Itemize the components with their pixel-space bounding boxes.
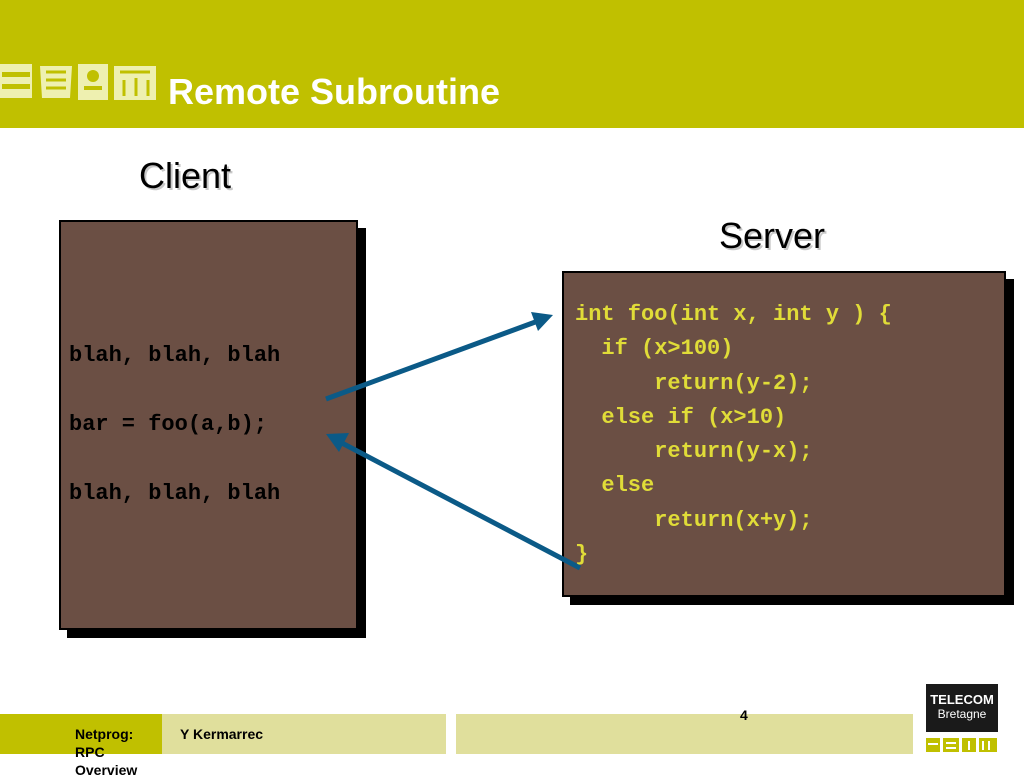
- server-code-line: else: [575, 473, 655, 498]
- client-code-line: blah, blah, blah: [69, 481, 281, 506]
- return-arrow-icon: [326, 433, 582, 571]
- footer-author: Y Kermarrec: [180, 726, 264, 742]
- page-title: Remote Subroutine: [168, 71, 501, 112]
- header-band: Remote Subroutine: [0, 0, 1024, 128]
- school-logo-icon: [0, 64, 156, 100]
- server-code-line: return(y-2);: [575, 371, 813, 396]
- footer-author-bar: [162, 714, 446, 754]
- client-code-line: blah, blah, blah: [69, 343, 281, 368]
- client-label: Client: [139, 155, 232, 196]
- call-arrow-icon: [325, 312, 553, 402]
- client-code-line: bar = foo(a,b);: [69, 412, 268, 437]
- server-code-line: return(y-x);: [575, 439, 813, 464]
- telecom-bretagne-logo-icon: TELECOM Bretagne: [926, 684, 998, 732]
- footer-blank-bar: [456, 714, 913, 754]
- server-code-line: int foo(int x, int y ) {: [575, 302, 892, 327]
- footer-course: Netprog: RPC Overview: [75, 726, 138, 778]
- logo-line-1: TELECOM: [930, 692, 994, 707]
- page-number: 4: [740, 707, 748, 723]
- logo-line-2: Bretagne: [937, 707, 987, 721]
- server-code-line: if (x>100): [575, 336, 734, 361]
- server-label: Server: [719, 215, 826, 256]
- server-code-line: else if (x>10): [575, 405, 787, 430]
- client-code-box: [59, 220, 358, 630]
- footer-course-bar: [0, 714, 162, 754]
- server-code-box: [562, 271, 1006, 597]
- server-code-line: }: [575, 542, 589, 567]
- school-logo-small-icon: [926, 738, 997, 752]
- server-code-line: return(x+y);: [575, 508, 813, 533]
